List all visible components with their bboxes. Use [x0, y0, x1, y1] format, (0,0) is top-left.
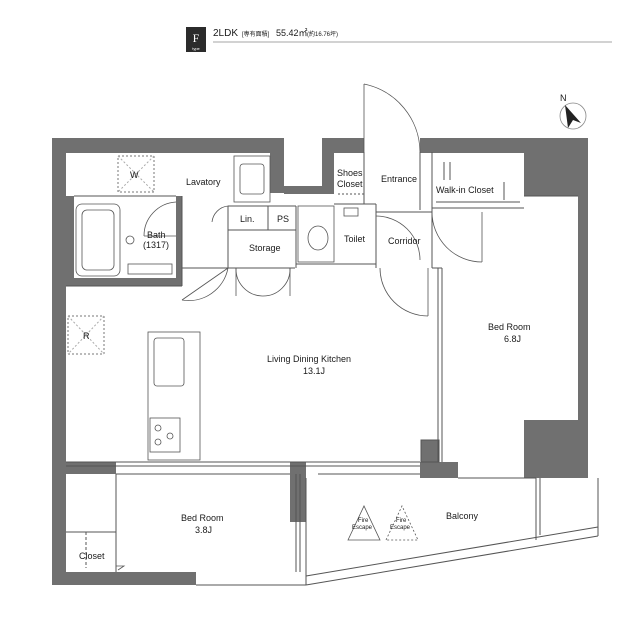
- walkin-closet-label: Walk-in Closet: [436, 185, 494, 195]
- lavatory-door-swing: [181, 267, 229, 301]
- ldk-size-label: 13.1J: [303, 366, 325, 376]
- ps-label: PS: [277, 214, 289, 224]
- floor-type-letter: F: [193, 31, 200, 45]
- bath-door-swing: [143, 201, 177, 237]
- storage-door-swing: [235, 267, 263, 297]
- bedroom1-size-label: 6.8J: [504, 334, 521, 344]
- compass: N: [559, 93, 587, 130]
- compass-ring: [559, 102, 587, 130]
- lavatory-label: Lavatory: [186, 177, 221, 187]
- area-alt: (約16.76坪): [307, 30, 338, 38]
- shoes-closet-label-1: Shoes: [337, 168, 363, 178]
- fixtures: [67, 155, 520, 568]
- burner-icon: [154, 424, 162, 432]
- bath-label: Bath: [147, 230, 166, 240]
- bedroom2-label: Bed Room: [181, 513, 224, 523]
- bedroom2-size-label: 3.8J: [195, 525, 212, 535]
- bath-size-label: (1317): [143, 240, 169, 250]
- ldk-door-swing: [379, 267, 429, 317]
- burner-icon: [154, 438, 162, 446]
- area-label: [専有面積]: [242, 30, 270, 38]
- balcony-outline: [305, 478, 599, 586]
- bath-faucet-icon: [125, 235, 135, 245]
- ldk-label: Living Dining Kitchen: [267, 354, 351, 364]
- toilet-door-swing: [375, 215, 421, 261]
- fire-escape-2-label-b: Escape: [390, 525, 411, 531]
- toilet-bowl-icon: [307, 225, 329, 251]
- toilet-label: Toilet: [344, 234, 366, 244]
- bedroom1-door-swing: [431, 211, 483, 263]
- north-arrow-icon: [565, 105, 581, 128]
- layout-type: 2LDK: [213, 28, 238, 39]
- front-door-swing: [363, 83, 421, 153]
- storage-label: Storage: [249, 243, 281, 253]
- fire-escape-2-label-a: Fire: [396, 518, 407, 524]
- burner-icon: [166, 432, 174, 440]
- partitions: [66, 152, 578, 586]
- area-value: 55.42㎡: [276, 28, 308, 38]
- fire-escape-1-label-a: Fire: [358, 518, 369, 524]
- bedroom1-label: Bed Room: [488, 322, 531, 332]
- fire-escape-hatch-1: [347, 505, 381, 541]
- floor-type-sub: type: [192, 46, 200, 51]
- walls: [52, 138, 588, 585]
- shoes-closet-label-2: Closet: [337, 179, 363, 189]
- balcony-label: Balcony: [446, 511, 479, 521]
- linen-label: Lin.: [240, 214, 255, 224]
- washer-label: W: [130, 170, 139, 180]
- room-labels: Lavatory W Bath (1317) Lin. PS Storage S…: [79, 168, 531, 561]
- entrance-label: Entrance: [381, 174, 417, 184]
- refrigerator-label: R: [83, 331, 90, 341]
- doors: [116, 83, 483, 571]
- fire-escape-1-label-b: Escape: [352, 525, 373, 531]
- corridor-label: Corridor: [388, 236, 421, 246]
- stove: [149, 417, 181, 453]
- kitchen-sink: [153, 337, 185, 387]
- fire-escape-hatch-2: [385, 505, 419, 541]
- plan-header: F type 2LDK [専有面積] 55.42㎡ (約16.76坪): [186, 27, 612, 52]
- closet-label: Closet: [79, 551, 105, 561]
- compass-north-label: N: [560, 93, 567, 103]
- floor-type-badge: [186, 27, 206, 52]
